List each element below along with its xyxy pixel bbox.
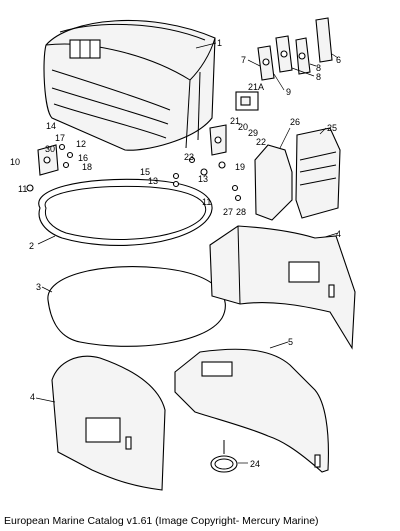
callout-30: 30	[45, 144, 55, 154]
callout-16: 16	[78, 153, 88, 163]
callout-21a: 21A	[248, 82, 264, 92]
callout-17: 17	[55, 133, 65, 143]
callout-15: 15	[140, 167, 150, 177]
callout-11a: 11	[18, 184, 27, 194]
callout-2: 2	[29, 241, 34, 251]
bracket-part	[295, 127, 341, 219]
callout-14: 14	[46, 121, 56, 131]
callout-18: 18	[82, 162, 92, 172]
callout-26: 26	[290, 117, 300, 127]
side-panel-right-part	[209, 225, 356, 350]
callout-13a: 13	[148, 176, 158, 186]
callout-29: 29	[248, 128, 258, 138]
clamp-part	[210, 440, 238, 473]
callout-7: 7	[241, 55, 246, 65]
top-cowl-part	[43, 19, 216, 151]
callout-21: 21	[230, 116, 240, 126]
callout-12: 12	[76, 139, 86, 149]
callout-24: 24	[250, 459, 260, 469]
plate-parts	[257, 17, 333, 81]
seal-gasket-part	[38, 178, 213, 246]
callout-4a: 4	[336, 229, 341, 239]
image-caption: European Marine Catalog v1.61 (Image Cop…	[4, 515, 319, 527]
callout-1: 1	[217, 38, 222, 48]
callout-10: 10	[10, 157, 20, 167]
callout-11b: 11	[202, 197, 211, 207]
callout-28: 28	[236, 207, 246, 217]
latch-hardware-parts	[26, 124, 242, 202]
baffle-part	[254, 144, 293, 221]
callout-27: 27	[223, 207, 233, 217]
callout-5: 5	[288, 337, 293, 347]
callout-3: 3	[36, 282, 41, 292]
callout-6: 6	[336, 55, 341, 65]
callout-25: 25	[327, 123, 337, 133]
callout-20: 20	[238, 122, 248, 132]
callout-8b: 8	[316, 72, 321, 82]
liner-part	[47, 266, 226, 347]
callout-4b: 4	[30, 392, 35, 402]
callout-23: 23	[184, 152, 194, 162]
callout-22: 22	[256, 137, 266, 147]
decal-part	[235, 91, 259, 111]
callout-13b: 13	[198, 174, 208, 184]
callout-8a: 8	[316, 63, 321, 73]
callout-9: 9	[286, 87, 291, 97]
panel-part	[174, 348, 329, 473]
side-panel-left-part	[51, 355, 166, 491]
callout-19: 19	[235, 162, 245, 172]
